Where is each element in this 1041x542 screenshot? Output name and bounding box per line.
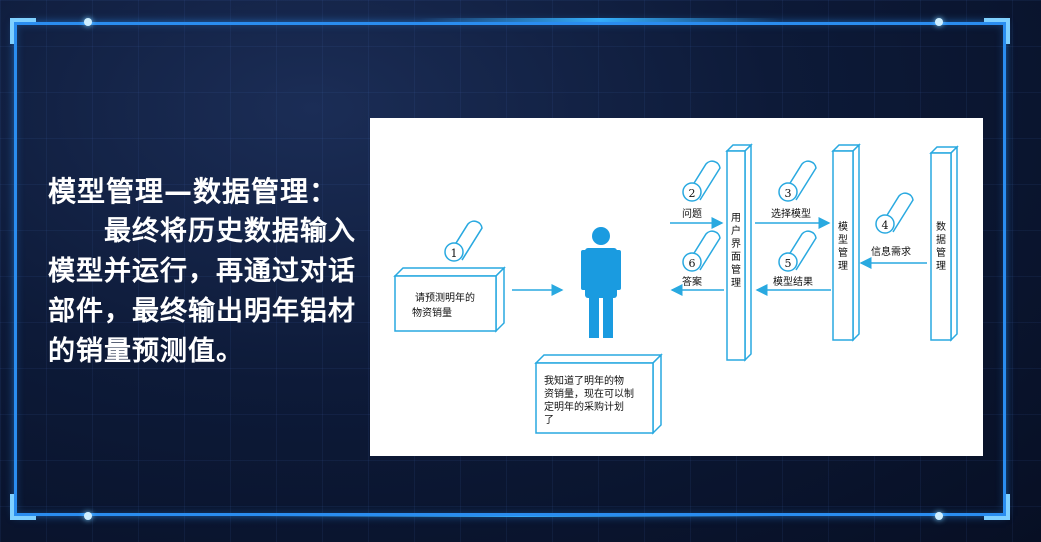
- step-2-scroll-icon: 2: [682, 160, 721, 202]
- data-mgmt-char-4: 理: [936, 260, 946, 272]
- question-label: 问题: [682, 207, 702, 220]
- step-4-scroll-icon: 4: [875, 192, 914, 234]
- top-glow: [420, 18, 780, 22]
- model-result-label: 模型结果: [773, 275, 813, 288]
- select-model-label: 选择模型: [771, 207, 811, 220]
- step-5-scroll-icon: 5: [778, 230, 817, 272]
- answer-text-line-2: 资销量，现在可以制: [544, 387, 634, 400]
- frame-corner-top-right: [984, 18, 1010, 44]
- frame-corner-top-left: [10, 18, 36, 44]
- answer-text-line-3: 定明年的采购计划: [544, 400, 624, 413]
- ui-mgmt-char-5: 管: [731, 263, 741, 276]
- ui-mgmt-char-6: 理: [731, 277, 741, 289]
- query-text-line-2: 物资销量: [412, 306, 452, 319]
- data-management-column: 数 据 管 理: [929, 145, 959, 342]
- ui-mgmt-char-2: 户: [731, 224, 741, 237]
- frame-dot: [935, 18, 943, 26]
- step-1-scroll-icon: 1: [444, 220, 483, 262]
- step-5-number: 5: [785, 257, 792, 270]
- ui-mgmt-char-1: 用: [731, 213, 741, 224]
- frame-corner-bottom-left: [10, 494, 36, 520]
- frame-dot: [84, 18, 92, 26]
- ui-management-column: 用 户 界 面 管 理: [725, 143, 753, 362]
- info-need-label: 信息需求: [871, 245, 911, 258]
- model-mgmt-char-3: 管: [838, 246, 848, 259]
- query-box: 请预测明年的 物资销量: [393, 266, 506, 333]
- model-mgmt-char-1: 模: [838, 221, 848, 233]
- slide-heading: 模型管理—数据管理：: [48, 175, 339, 208]
- answer-box: 我知道了明年的物 资销量，现在可以制 定明年的采购计划 了: [534, 353, 663, 435]
- data-mgmt-char-3: 管: [936, 246, 946, 259]
- ui-mgmt-char-3: 界: [731, 238, 741, 250]
- slide-text: 模型管理—数据管理： 最终将历史数据输入模型并运行，再通过对话部件，最终输出明年…: [48, 172, 366, 372]
- query-text-line-1: 请预测明年的: [415, 291, 475, 304]
- ui-mgmt-char-4: 面: [731, 252, 741, 263]
- step-3-scroll-icon: 3: [778, 160, 817, 202]
- model-mgmt-char-4: 理: [838, 260, 848, 272]
- frame-corner-bottom-right: [984, 494, 1010, 520]
- step-6-scroll-icon: 6: [682, 230, 721, 272]
- frame-dot: [935, 512, 943, 520]
- answer-label: 答案: [682, 275, 702, 288]
- dss-diagram: 1 请预测明年的 物资销量 我知道了明年的物 资销量，现在可以制: [393, 143, 959, 435]
- frame-dot: [84, 512, 92, 520]
- answer-text-line-1: 我知道了明年的物: [544, 374, 624, 387]
- step-6-number: 6: [689, 257, 696, 270]
- model-management-column: 模 型 管 理: [831, 143, 861, 342]
- diagram-panel: 1 请预测明年的 物资销量 我知道了明年的物 资销量，现在可以制: [370, 118, 983, 456]
- step-4-number: 4: [882, 219, 889, 232]
- model-mgmt-char-2: 型: [838, 233, 848, 246]
- slide-frame: [14, 22, 1006, 516]
- user-figure: [581, 227, 621, 338]
- step-1-number: 1: [451, 247, 458, 260]
- step-2-number: 2: [689, 187, 696, 200]
- data-mgmt-char-2: 据: [936, 233, 946, 246]
- step-3-number: 3: [785, 187, 792, 200]
- slide-description: 最终将历史数据输入模型并运行，再通过对话部件，最终输出明年铝材的销量预测值。: [48, 216, 356, 367]
- data-mgmt-char-1: 数: [936, 220, 946, 233]
- answer-text-line-4: 了: [544, 414, 554, 426]
